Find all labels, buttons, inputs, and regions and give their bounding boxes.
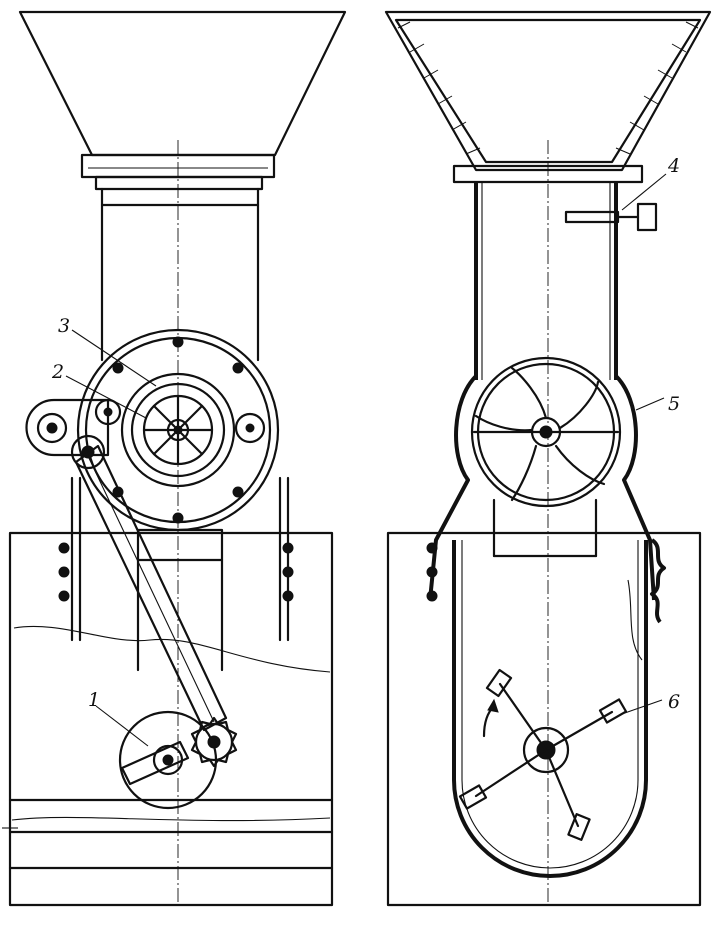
callout-label-1: 1 bbox=[88, 689, 100, 711]
section-view bbox=[384, 10, 712, 907]
base-box-front bbox=[8, 531, 334, 907]
callout-label-3: 3 bbox=[58, 315, 70, 337]
callout-label-4: 4 bbox=[667, 155, 680, 177]
support-brackets-front bbox=[58, 476, 294, 672]
callout-label-2: 2 bbox=[51, 361, 64, 383]
hopper-front bbox=[18, 10, 347, 191]
callout-label-5: 5 bbox=[668, 393, 680, 415]
crank-arm bbox=[25, 398, 228, 732]
slide-gate bbox=[564, 173, 667, 232]
feed-tube-front bbox=[100, 187, 260, 362]
outlet-chute-section bbox=[492, 498, 598, 558]
callout-label-6: 6 bbox=[668, 691, 680, 713]
feed-tube-section bbox=[474, 182, 618, 380]
bottom-pulley-front bbox=[118, 710, 238, 810]
front-view bbox=[2, 10, 347, 907]
spinner-paddles bbox=[458, 668, 663, 841]
drum-housing-front bbox=[76, 328, 280, 532]
belt-guard bbox=[428, 374, 665, 601]
rotor-section bbox=[470, 356, 622, 508]
hopper-section bbox=[384, 10, 712, 184]
callout-labels: 1 2 3 4 5 6 bbox=[51, 155, 680, 713]
base-box-section bbox=[386, 531, 702, 907]
